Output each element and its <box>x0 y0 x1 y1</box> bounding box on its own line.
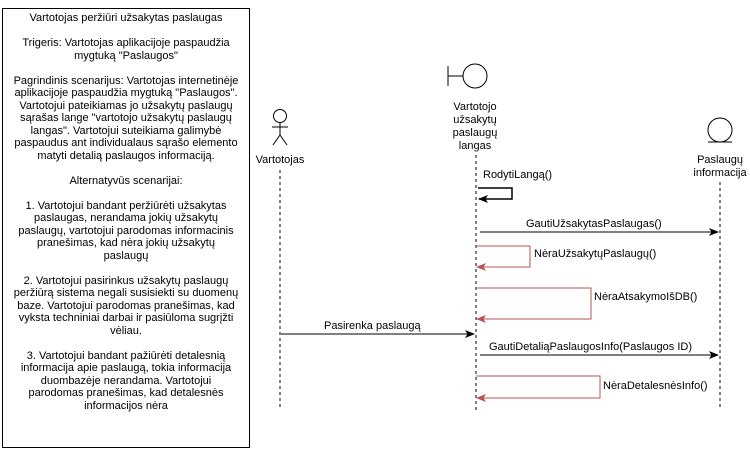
message-get-details: GautiDetaliąPaslaugosInfo(Paslaugos ID) <box>480 341 719 359</box>
no-services-label: NėraUžsakytųPaslaugų() <box>534 248 656 260</box>
show-window-arrow <box>478 187 513 203</box>
message-get-services: GautiUžsakytasPaslaugas() <box>480 218 719 236</box>
no-details-label: NėraDetalesnėsInfo() <box>603 380 708 392</box>
entity-circle <box>707 117 733 143</box>
actor-label: Vartotojas <box>256 154 305 166</box>
note-title: Vartotojas peržiūri užsakytas paslaugas <box>29 12 223 24</box>
no-db-response-arrow <box>476 287 592 323</box>
actor-right-leg <box>279 134 288 146</box>
actor-head <box>273 109 287 123</box>
no-details-arrow <box>476 375 601 402</box>
actor-lifeline: Vartotojas <box>256 109 305 410</box>
show-window-label: RodytiLangą() <box>483 169 552 181</box>
message-show-window: RodytiLangą() <box>478 169 552 203</box>
entity-label-line-2: informacija <box>693 167 747 179</box>
boundary-circle <box>462 63 488 89</box>
entity-lifeline: Paslaugų informacija <box>693 117 747 410</box>
message-no-services: NėraUžsakytųPaslaugų() <box>476 245 656 271</box>
note-main-scenario: Pagrindinis scenarijus: Vartotojas inter… <box>13 74 239 162</box>
get-details-label: GautiDetaliąPaslaugosInfo(Paslaugos ID) <box>489 341 692 353</box>
scenario-note: Vartotojas peržiūri užsakytas paslaugas … <box>2 8 250 448</box>
boundary-label-line-4: langas <box>459 140 492 152</box>
entity-label-line-1: Paslaugų <box>697 154 743 166</box>
note-trigger: Trigeris: Vartotojas aplikacijoje paspau… <box>22 37 230 62</box>
message-no-details: NėraDetalesnėsInfo() <box>476 375 708 402</box>
boundary-label-line-1: Vartotojo <box>453 101 496 113</box>
select-service-label: Pasirenka paslaugą <box>324 320 422 332</box>
note-alt-scenario-3: 3. Vartotojui bandant pažiūrėti detalesn… <box>20 349 232 412</box>
actor-left-leg <box>272 134 281 146</box>
no-services-arrow <box>476 245 531 271</box>
message-no-db-response: NėraAtsakymoIšDB() <box>476 287 697 323</box>
no-db-response-label: NėraAtsakymoIšDB() <box>594 291 697 303</box>
note-alt-scenario-1: 1. Vartotojui bandant peržiūrėti užsakyt… <box>18 199 234 262</box>
note-alt-heading: Alternatyvūs scenarijai: <box>69 174 183 187</box>
get-services-label: GautiUžsakytasPaslaugas() <box>526 218 662 230</box>
boundary-lifeline: Vartotojo užsakytų paslaugų langas <box>447 63 498 410</box>
message-select-service: Pasirenka paslaugą <box>281 320 475 338</box>
boundary-label-line-2: užsakytų <box>453 114 496 126</box>
boundary-label-line-3: paslaugų <box>453 127 498 139</box>
note-alt-scenario-2: 2. Vartotojui pasirinkus užsakytų paslau… <box>13 274 239 337</box>
